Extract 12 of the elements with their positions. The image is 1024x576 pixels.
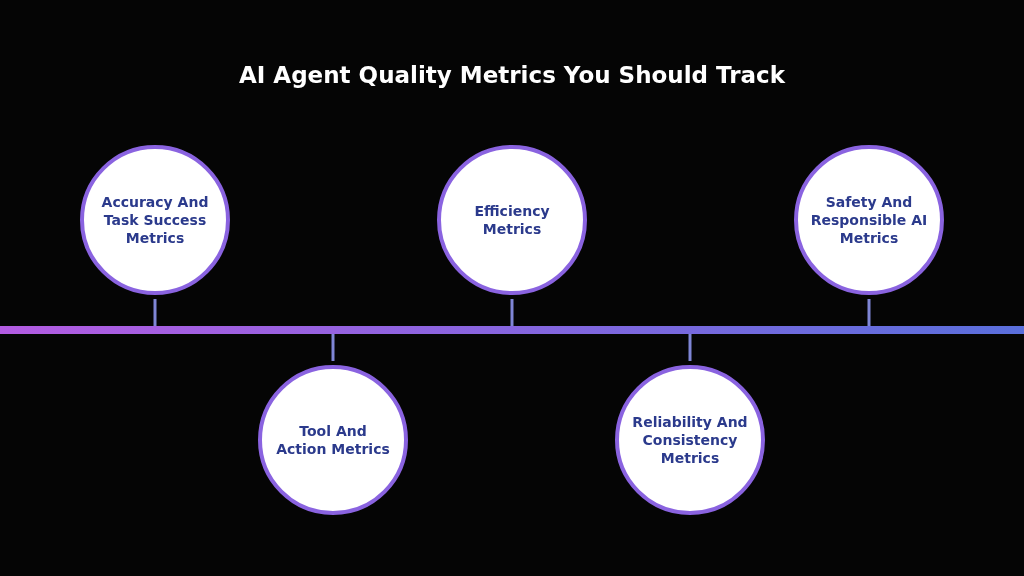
connector-line <box>510 299 514 326</box>
metric-label: Efficiency Metrics <box>473 202 551 238</box>
metric-label: Reliability And Consistency Metrics <box>631 413 749 467</box>
connector-line <box>331 334 335 361</box>
connector-line <box>153 299 157 326</box>
connector-line <box>867 299 871 326</box>
metric-label: Accuracy And Task Success Metrics <box>100 193 210 247</box>
timeline-bar <box>0 326 1024 334</box>
metric-label: Safety And Responsible AI Metrics <box>810 193 928 247</box>
metric-label: Tool And Action Metrics <box>275 422 391 458</box>
connector-line <box>688 334 692 361</box>
title: AI Agent Quality Metrics You Should Track <box>238 62 786 88</box>
